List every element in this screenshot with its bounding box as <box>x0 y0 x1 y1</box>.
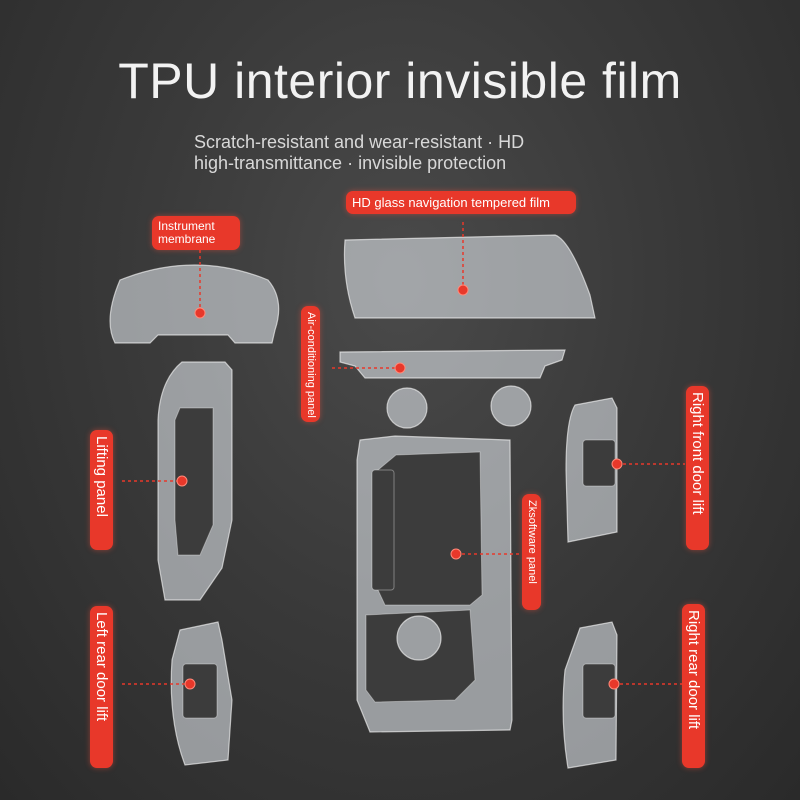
subtitle-line-2: high-transmittance · invisible protectio… <box>194 153 507 173</box>
zksoftware-side-slot <box>371 469 395 591</box>
right-front-door-switch <box>582 439 616 487</box>
left-rear-dot <box>184 678 196 690</box>
air-conditioning-film <box>339 349 566 379</box>
right-rear-dot <box>608 678 620 690</box>
label-zksoftware-panel: Zksoftware panel <box>522 494 541 610</box>
zksoftware-knob-film <box>396 615 442 661</box>
left-knob-film <box>386 387 428 429</box>
label-lifting-panel: Lifting panel <box>90 430 113 550</box>
right-knob-film <box>490 385 532 427</box>
zksoftware-dot <box>450 548 462 560</box>
label-air-conditioning-panel: Air-conditioning panel <box>301 306 320 422</box>
air-conditioning-dot <box>394 362 406 374</box>
lifting-panel-cutout <box>174 407 214 556</box>
subtitle: Scratch-resistant and wear-resistant · H… <box>194 132 654 174</box>
right-front-dot <box>611 458 623 470</box>
right-rear-door-switch <box>582 663 616 719</box>
label-instrument-membrane: Instrument membrane <box>152 216 240 250</box>
lifting-dot <box>176 475 188 487</box>
label-navigation-film: HD glass navigation tempered film <box>346 191 576 214</box>
instrument-film <box>109 264 280 344</box>
left-rear-door-switch <box>182 663 218 719</box>
subtitle-line-1: Scratch-resistant and wear-resistant · H… <box>194 132 525 152</box>
instrument-dot <box>194 307 206 319</box>
label-left-rear-door-lift: Left rear door lift <box>90 606 113 768</box>
label-right-rear-door-lift: Right rear door lift <box>682 604 705 768</box>
label-right-front-door-lift: Right front door lift <box>686 386 709 550</box>
page-title: TPU interior invisible film <box>118 53 682 109</box>
navigation-film <box>343 234 596 319</box>
navigation-dot <box>457 284 469 296</box>
